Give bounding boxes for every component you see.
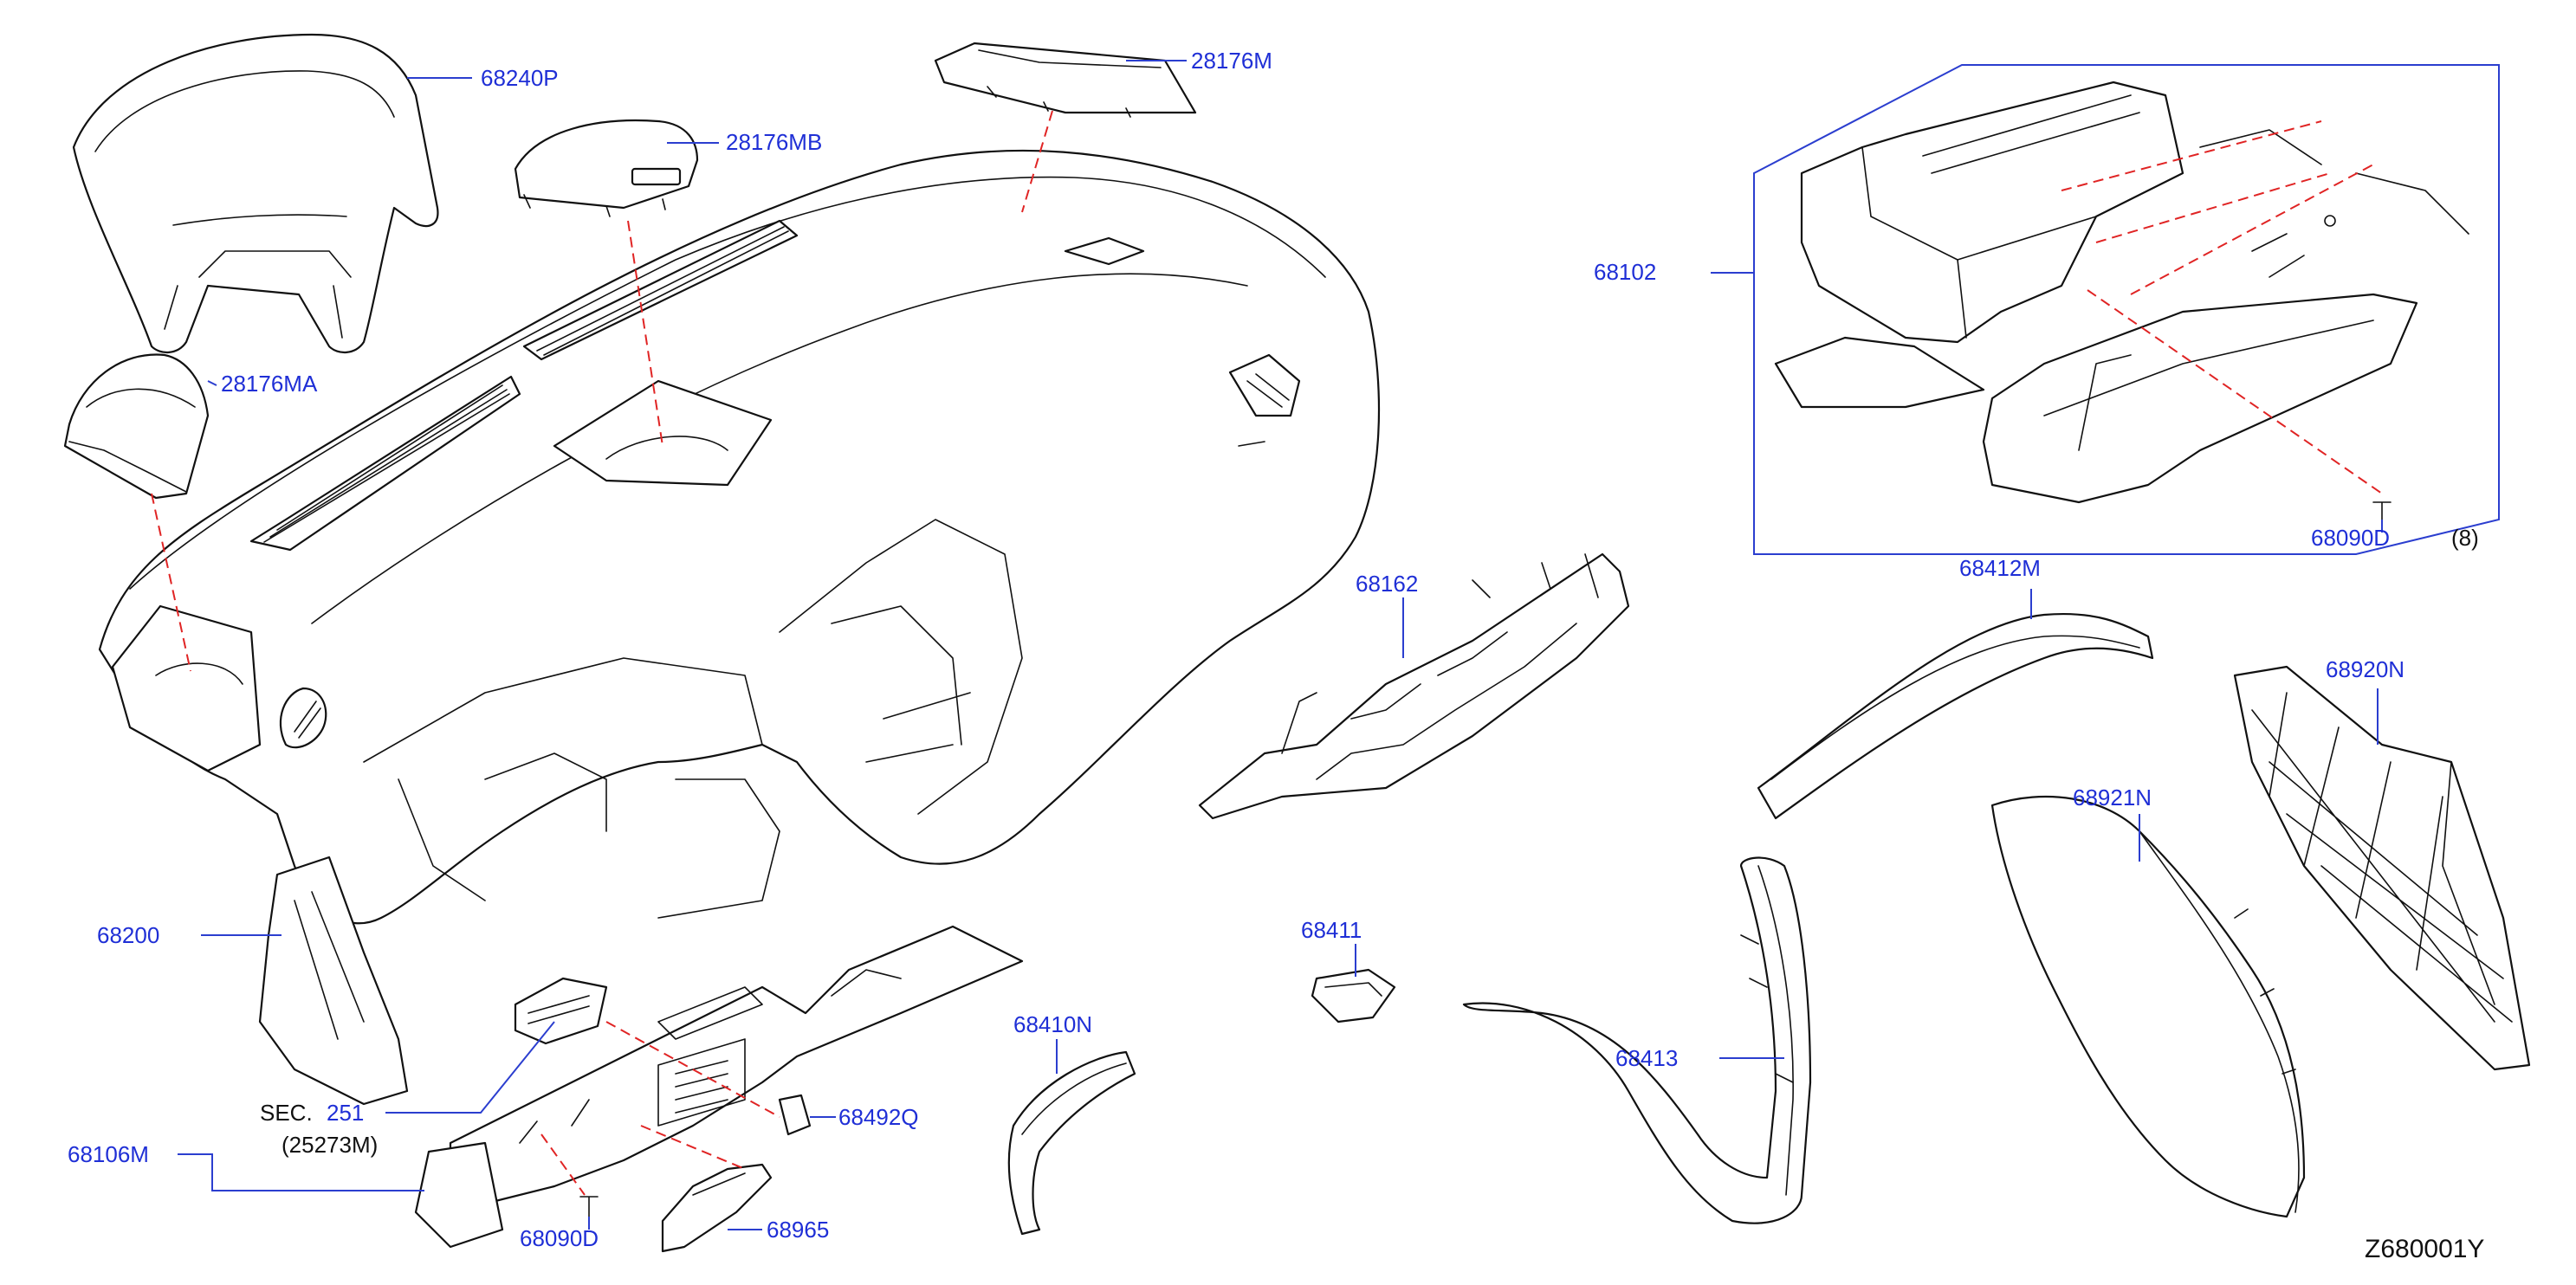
- part-28176M-cover: [934, 42, 1197, 118]
- part-68413-finisher: [1462, 856, 1812, 1224]
- label-25273M: (25273M): [282, 1132, 378, 1158]
- assembly-68102-boundary: [1753, 64, 2500, 555]
- part-68921N-glove-lid-outer: [1990, 795, 2306, 1218]
- drawing-id: Z680001Y: [2365, 1235, 2484, 1263]
- label-68106M: 68106M: [68, 1141, 149, 1167]
- part-28176MB-cover: [514, 119, 699, 217]
- part-sec-251-switch: [514, 977, 608, 1045]
- part-68240P-meter-hood: [72, 33, 439, 353]
- label-sec-251: 251: [327, 1100, 364, 1126]
- label-sec: SEC.: [260, 1100, 313, 1126]
- label-28176M: 28176M: [1191, 48, 1272, 74]
- label-68102: 68102: [1594, 259, 1656, 285]
- label-68410N: 68410N: [1013, 1011, 1092, 1037]
- label-28176MB: 28176MB: [726, 129, 822, 155]
- part-labels: 68240P 28176MB 28176M 28176MA 68102 6809…: [68, 48, 2484, 1263]
- part-68106M-lower-panel: [414, 925, 1024, 1249]
- part-68492Q-clip: [778, 1094, 812, 1136]
- part-68411-clip: [1311, 968, 1396, 1023]
- part-28176MA-cover: [63, 353, 210, 500]
- leader-lines: [178, 60, 2383, 1230]
- part-68920N-glove-lid-inner: [2233, 665, 2531, 1071]
- label-68162: 68162: [1356, 571, 1418, 597]
- label-68965: 68965: [767, 1217, 829, 1243]
- label-68492Q: 68492Q: [838, 1104, 919, 1130]
- label-68411: 68411: [1301, 917, 1362, 943]
- label-68090D-top: 68090D: [2311, 525, 2390, 551]
- part-68162-bracket: [1198, 552, 1630, 820]
- label-68090D-bottom: 68090D: [520, 1225, 599, 1251]
- label-68412M: 68412M: [1959, 555, 2041, 581]
- part-68965-cover: [661, 1163, 773, 1253]
- part-68200-instrument-panel: [98, 149, 1381, 1106]
- part-68412M-trim-strip: [1757, 612, 2154, 820]
- alignment-lines: [151, 110, 2383, 1196]
- part-68090D-screw-bottom: [579, 1196, 599, 1217]
- label-68413: 68413: [1615, 1045, 1678, 1071]
- part-68102-glove-box-assembly: [1774, 81, 2469, 504]
- label-68200: 68200: [97, 922, 159, 948]
- label-28176MA: 28176MA: [221, 371, 318, 397]
- label-68921N: 68921N: [2073, 785, 2152, 810]
- part-68410N-trim: [1007, 1050, 1136, 1236]
- part-68090D-screw-top: [2372, 501, 2392, 520]
- label-68920N: 68920N: [2326, 656, 2404, 682]
- label-68240P: 68240P: [481, 65, 559, 91]
- label-qty-8: (8): [2451, 525, 2479, 551]
